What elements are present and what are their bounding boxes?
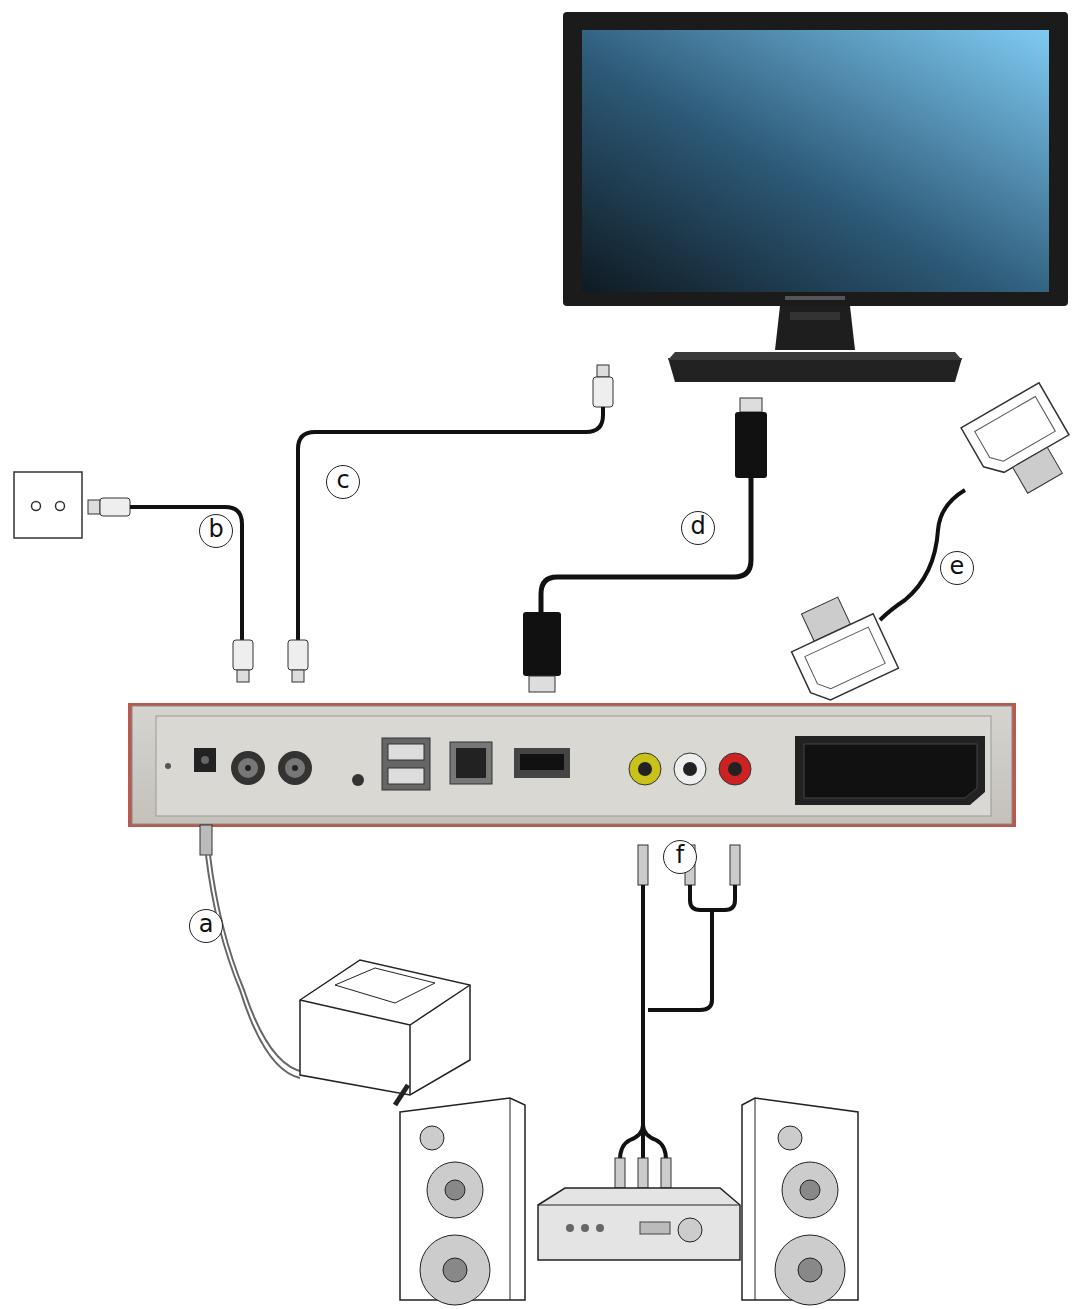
power-adapter — [200, 825, 470, 1105]
callout-letter: f — [663, 840, 697, 874]
television — [563, 12, 1068, 382]
hdmi-cable — [523, 398, 767, 692]
callout-letter: a — [189, 909, 223, 943]
callout-letter: b — [199, 514, 233, 548]
audio-video-cable — [615, 845, 740, 1188]
tv-antenna-cable — [288, 365, 613, 682]
hifi-system — [400, 1098, 858, 1305]
callout-letter: c — [326, 465, 360, 499]
receiver-rear-panel — [128, 703, 1016, 827]
scart-cable — [779, 383, 1084, 706]
callout-letter: e — [940, 551, 974, 585]
callout-letter: d — [681, 511, 715, 545]
antenna-cable — [88, 498, 253, 682]
antenna-socket — [14, 472, 82, 538]
